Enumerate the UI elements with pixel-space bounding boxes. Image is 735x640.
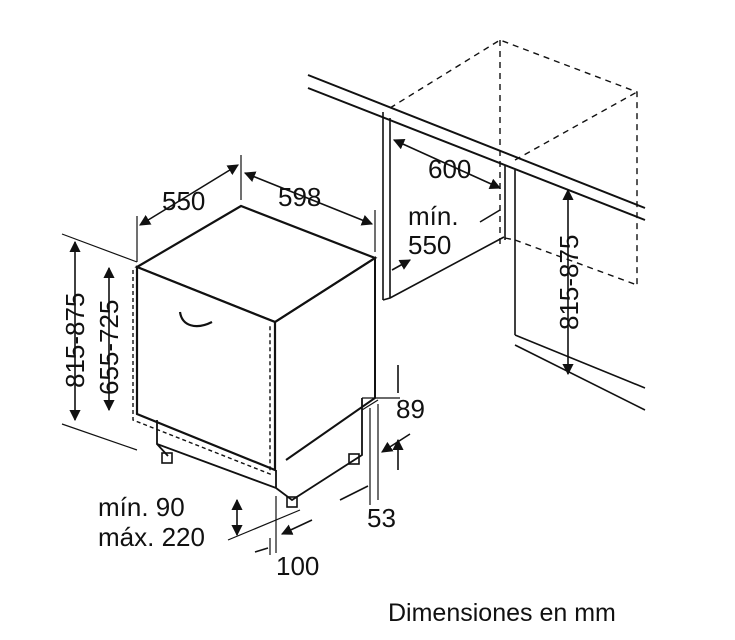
- label-plinth-min: mín. 90: [98, 492, 185, 522]
- label-550: 550: [162, 186, 205, 216]
- niche-drawing: [307, 39, 646, 411]
- label-plinth-max: máx. 220: [98, 522, 205, 552]
- label-600: 600: [428, 154, 471, 184]
- arrow-min550: [391, 209, 501, 270]
- label-815-right: 815-875: [554, 235, 584, 330]
- door-outline: [132, 270, 271, 476]
- appliance-side: [274, 256, 376, 461]
- arrow-550: [139, 164, 239, 226]
- label-815-left: 815-875: [60, 293, 90, 388]
- arrow-100: [254, 519, 313, 553]
- label-100: 100: [276, 551, 319, 581]
- appliance-front: [135, 265, 277, 472]
- arrow-600: [392, 139, 502, 189]
- label-53: 53: [367, 503, 396, 533]
- caption: Dimensiones en mm: [388, 599, 616, 627]
- foot-front: [286, 496, 298, 508]
- label-655: 655-725: [94, 300, 124, 395]
- plinth: [156, 398, 363, 502]
- dishwasher-drawing: [132, 204, 378, 508]
- niche-right-wall: [504, 166, 646, 411]
- door-handle: [178, 311, 213, 328]
- countertop: [307, 74, 646, 221]
- label-598: 598: [278, 182, 321, 212]
- label-min-prefix: mín.: [408, 201, 459, 231]
- arrow-598: [243, 171, 374, 226]
- arrow-53: [339, 433, 411, 501]
- label-min-550: 550: [408, 230, 451, 260]
- dimension-lines: [61, 139, 574, 555]
- foot-left: [161, 452, 173, 464]
- niche-left-wall: [382, 112, 505, 301]
- label-89: 89: [396, 394, 425, 424]
- foot-right: [348, 453, 360, 465]
